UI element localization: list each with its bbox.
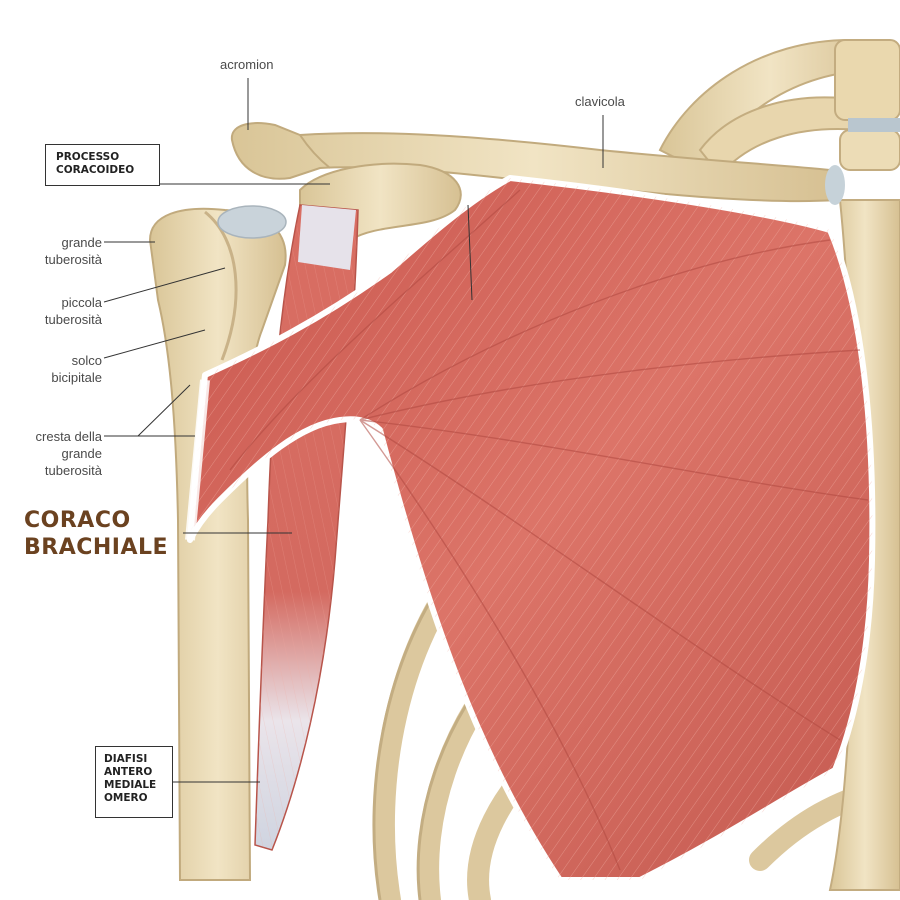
label-solco-bicipitale: solco bicipitale bbox=[51, 353, 102, 385]
label-diafisi-omero: DIAFISI ANTERO MEDIALE OMERO bbox=[95, 746, 173, 818]
spine-sternum bbox=[828, 39, 900, 891]
leader-lines bbox=[103, 78, 604, 783]
label-grande-tuberosita: grande tuberosità bbox=[44, 235, 102, 267]
label-clavicola: clavicola bbox=[575, 94, 625, 109]
label-cresta-grande-tuberosita: cresta della grande tuberosità bbox=[35, 429, 102, 478]
label-piccola-tuberosita: piccola tuberosità bbox=[44, 295, 102, 327]
humerus bbox=[148, 205, 287, 881]
label-processo-coracoideo: PROCESSO CORACOIDEO bbox=[45, 144, 160, 186]
label-acromion: acromion bbox=[220, 57, 274, 72]
label-coraco-brachiale: CORACO BRACHIALE bbox=[24, 508, 169, 560]
